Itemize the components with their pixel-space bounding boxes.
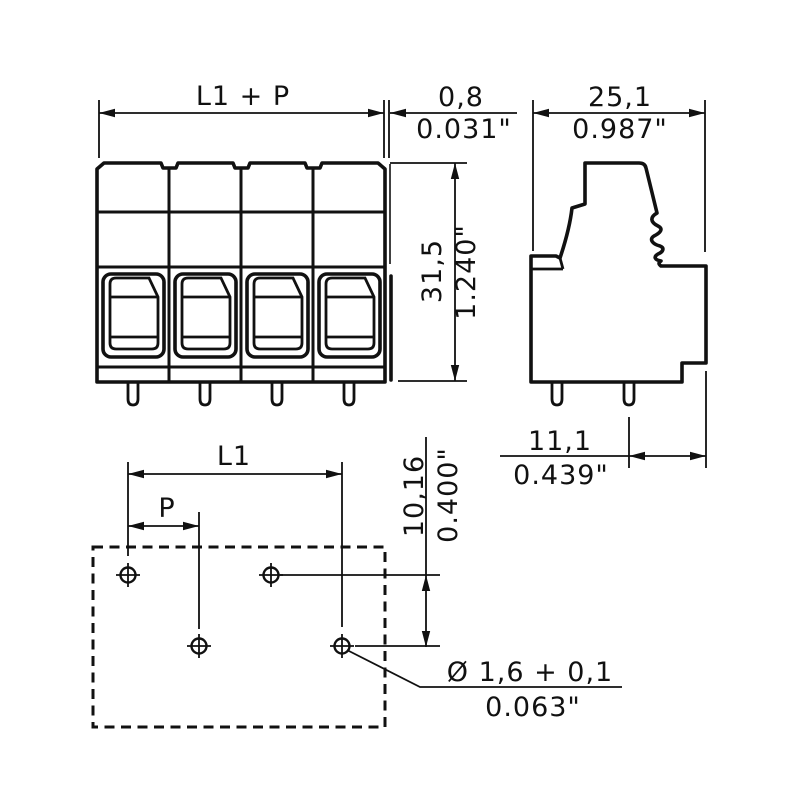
label-total-width: L1 + P xyxy=(196,81,290,112)
side-pin-2 xyxy=(622,382,636,407)
drill-hole-1 xyxy=(116,563,140,587)
wire-opening-2 xyxy=(173,272,238,359)
side-view-outline xyxy=(529,161,708,384)
dim-hole-span-lines xyxy=(127,462,343,627)
side-pin-1 xyxy=(550,382,564,407)
dim-pitch-lines xyxy=(128,512,200,629)
dimension-lines xyxy=(98,100,707,688)
front-pin-3 xyxy=(270,382,284,407)
label-row-spacing-metric: 10,16 xyxy=(399,455,430,537)
dim-pin-to-back-lines xyxy=(500,371,707,468)
drill-hole-2 xyxy=(259,563,283,587)
side-view xyxy=(529,161,708,407)
front-pin-2 xyxy=(198,382,212,407)
drill-hole-4 xyxy=(330,634,354,658)
front-pin-1 xyxy=(126,382,140,407)
dim-depth-lines xyxy=(532,100,706,252)
drill-hole-3 xyxy=(187,634,211,658)
label-hole-diameter-imperial: 0.063" xyxy=(485,692,581,723)
label-pin-to-back-metric: 11,1 xyxy=(528,426,592,457)
label-row-spacing-imperial: 0.400" xyxy=(433,447,464,543)
label-height-metric: 31,5 xyxy=(417,239,448,303)
front-view-pole-dividers xyxy=(167,168,315,382)
label-depth-imperial: 0.987" xyxy=(572,114,668,145)
label-pitch: P xyxy=(158,493,175,524)
dim-hole-diameter-leader xyxy=(346,649,622,688)
wire-opening-4 xyxy=(317,272,382,359)
label-depth-metric: 25,1 xyxy=(588,82,652,113)
label-height-imperial: 1.240" xyxy=(451,224,482,320)
front-view-outline xyxy=(95,161,387,384)
side-view-flange-lines xyxy=(531,257,565,271)
label-front-offset-imperial: 0.031" xyxy=(416,114,512,145)
label-hole-span: L1 xyxy=(217,441,251,472)
dim-total-width-lines xyxy=(98,100,390,158)
label-hole-diameter-metric: Ø 1,6 + 0,1 xyxy=(447,657,614,688)
pcb-outline-dashed xyxy=(91,545,387,729)
label-front-offset-metric: 0,8 xyxy=(438,82,484,113)
dimension-labels: L1 + P 0,8 0.031" 25,1 0.987" 31,5 1.240… xyxy=(158,81,668,723)
drilling-plan xyxy=(91,545,387,729)
wire-opening-3 xyxy=(245,272,310,359)
label-pin-to-back-imperial: 0.439" xyxy=(513,460,609,491)
dim-height-lines xyxy=(390,162,467,382)
wire-opening-1 xyxy=(101,272,166,359)
front-view xyxy=(95,161,393,407)
front-pin-4 xyxy=(342,382,356,407)
